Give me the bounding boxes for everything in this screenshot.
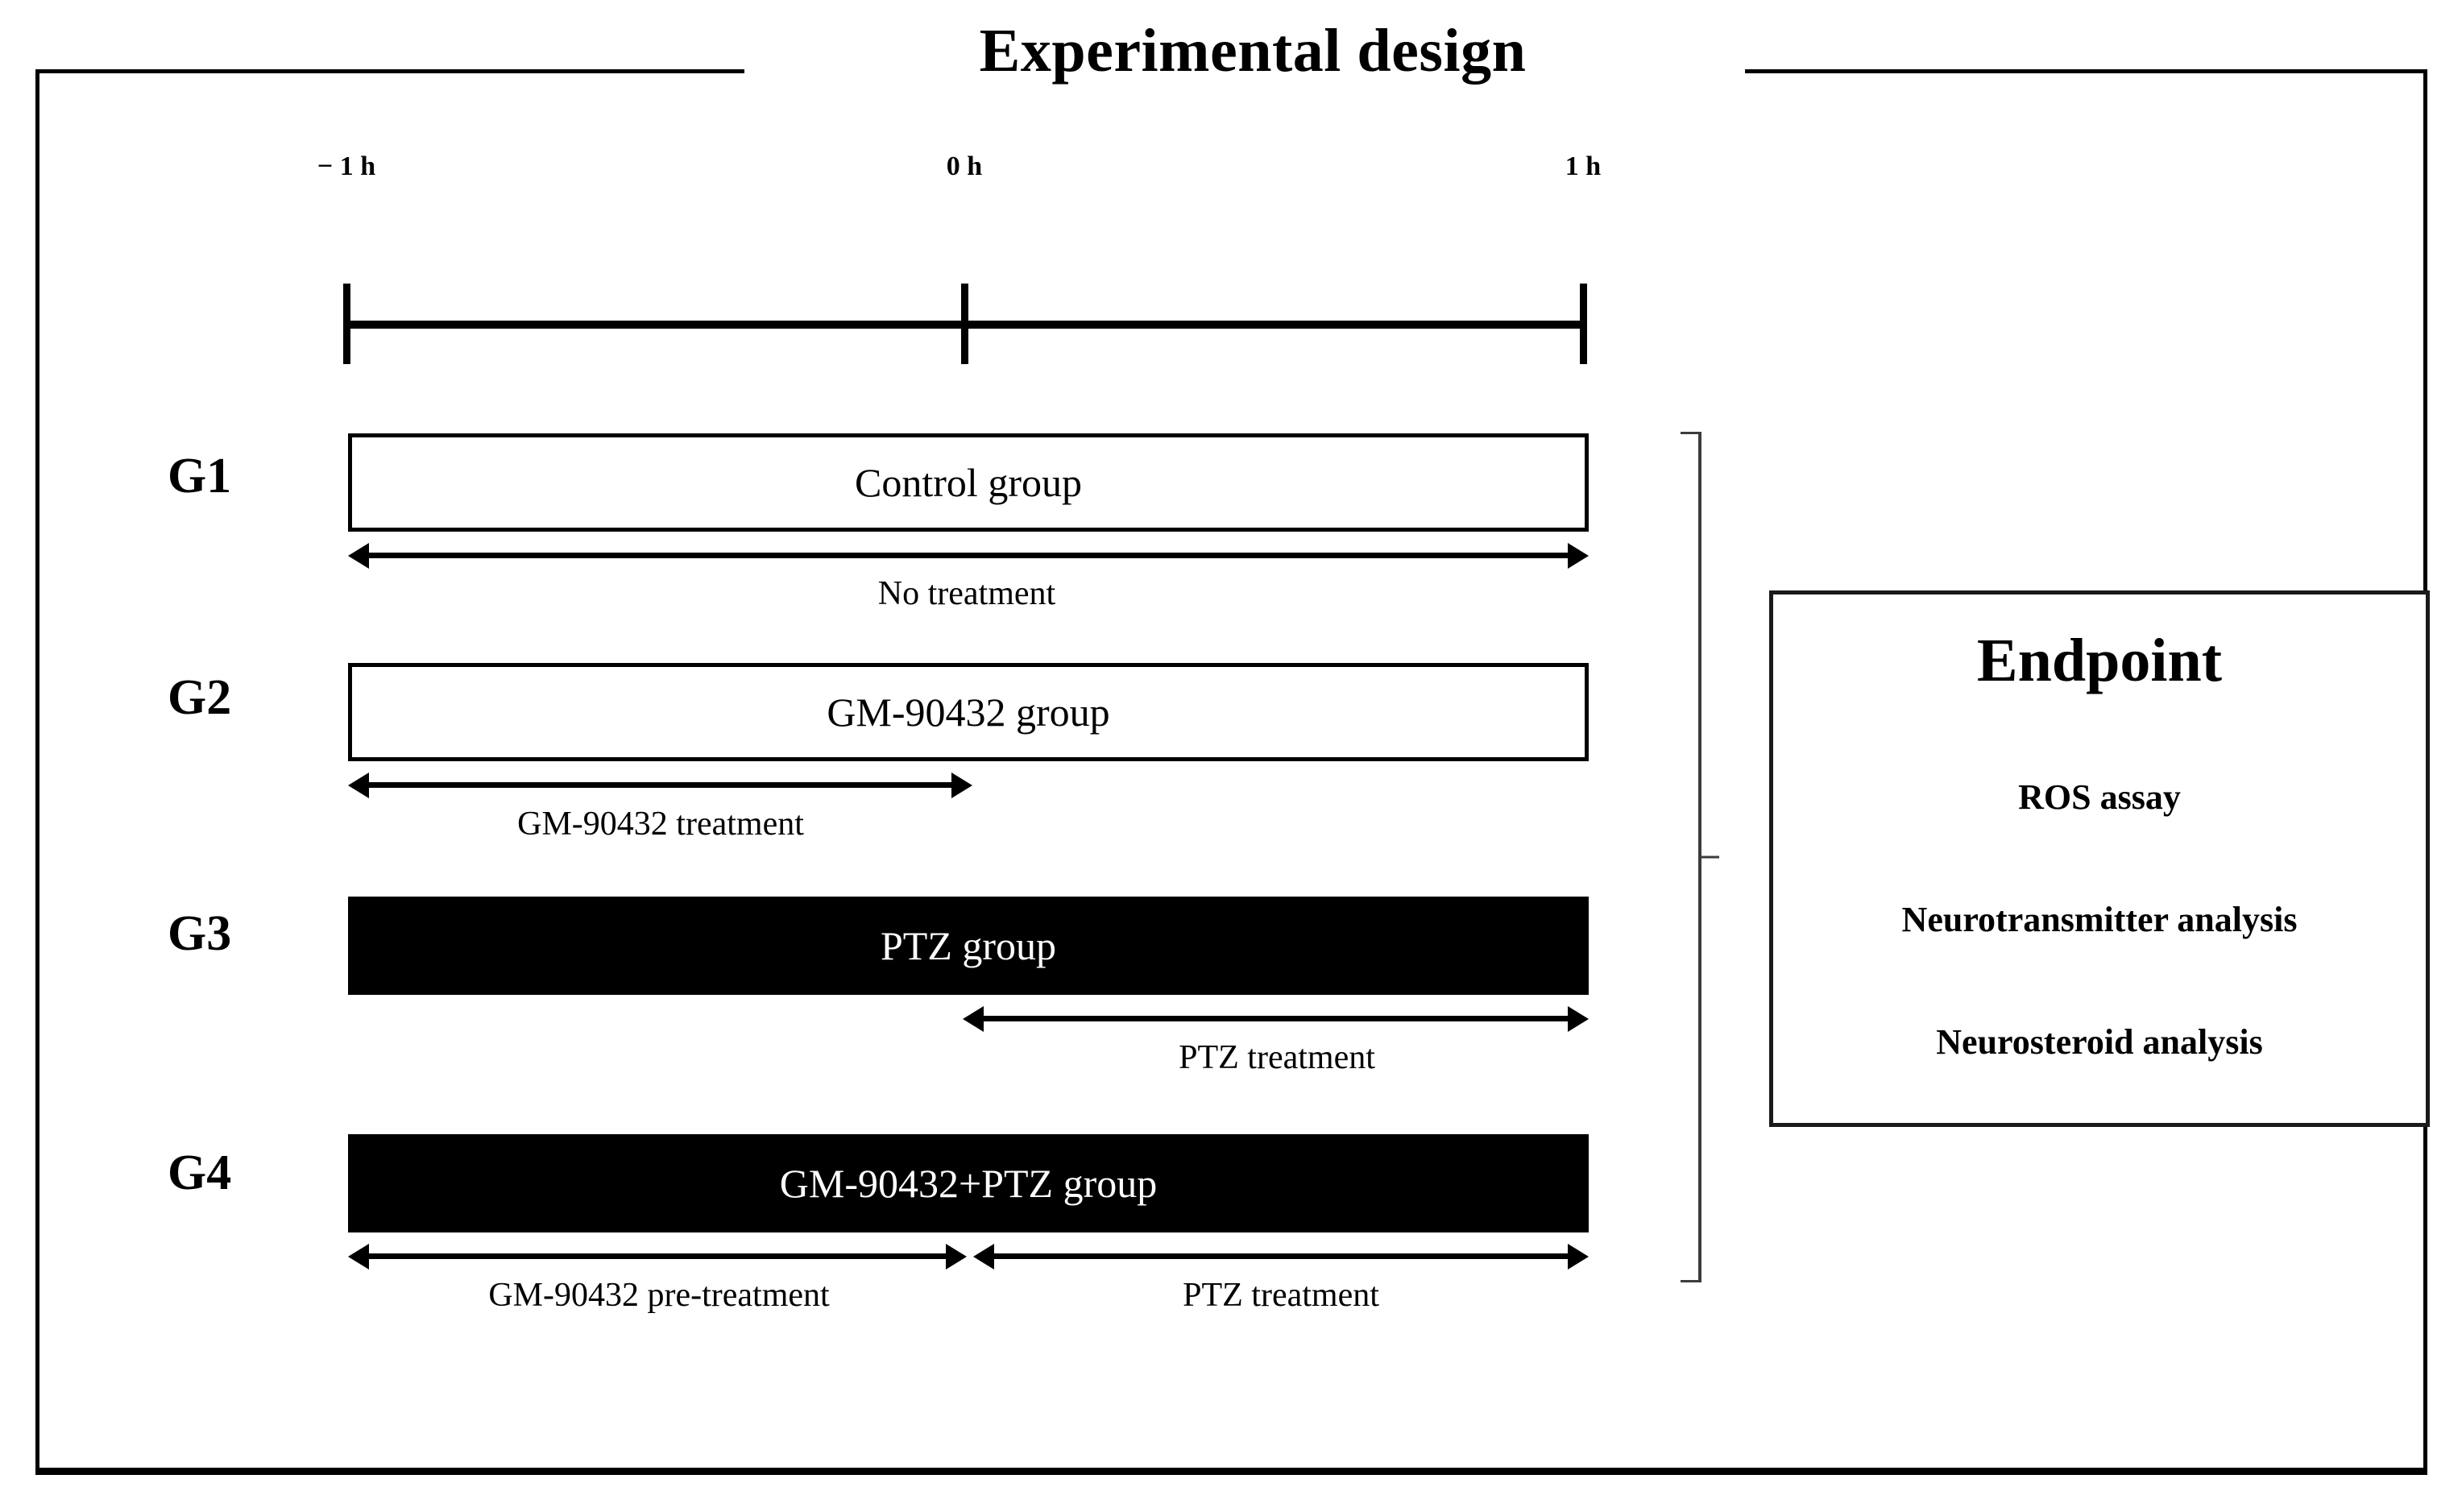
figure-title: Experimental design xyxy=(979,17,1527,85)
arrowhead-right-icon xyxy=(951,773,972,798)
arrow-shaft xyxy=(364,782,956,788)
arrow-g3-ptz-treatment xyxy=(963,996,1589,1042)
arrowhead-right-icon xyxy=(1568,1244,1589,1270)
group-box-text-g3: PTZ group xyxy=(880,923,1057,968)
group-box-text-g2: GM-90432 group xyxy=(827,690,1110,735)
endpoint-panel: Endpoint ROS assay Neurotransmitter anal… xyxy=(1769,590,2430,1127)
group-label-g1: G1 xyxy=(168,449,232,503)
endpoint-item-neurotransmitter-analysis: Neurotransmitter analysis xyxy=(1901,900,2298,939)
group-label-g3: G3 xyxy=(168,906,232,961)
arrowhead-right-icon xyxy=(946,1244,967,1270)
group-box-text-g4: GM-90432+PTZ group xyxy=(779,1161,1158,1206)
group-box-g1: Control group xyxy=(348,433,1589,532)
timeline-tick-0h xyxy=(961,284,968,364)
timeline-tick-1h xyxy=(1580,284,1587,364)
arrow-shaft xyxy=(979,1016,1573,1021)
arrow-caption-g3: PTZ treatment xyxy=(1179,1039,1375,1076)
endpoint-title: Endpoint xyxy=(1976,627,2223,694)
arrow-g1-no-treatment xyxy=(348,533,1589,578)
arrow-g4-gm90432-pretreatment xyxy=(348,1234,967,1279)
arrow-g4-ptz-treatment xyxy=(973,1234,1589,1279)
group-label-g4: G4 xyxy=(168,1145,232,1200)
frame-left-border xyxy=(35,69,39,1471)
frame-bottom-border xyxy=(35,1468,2427,1475)
timeline-tick-minus1h xyxy=(343,284,350,364)
bracket-top-cap xyxy=(1681,432,1701,434)
arrow-caption-g4-ptz: PTZ treatment xyxy=(1183,1277,1379,1314)
arrow-shaft xyxy=(364,1253,951,1259)
group-bracket xyxy=(1674,432,1719,1282)
group-box-text-g1: Control group xyxy=(855,460,1082,505)
endpoint-item-ros-assay: ROS assay xyxy=(2018,777,2181,817)
arrow-caption-g2: GM-90432 treatment xyxy=(517,806,804,843)
group-label-g2: G2 xyxy=(168,670,232,725)
timeline-label-minus1h: − 1 h xyxy=(317,151,376,181)
timeline-label-0h: 0 h xyxy=(946,151,983,181)
group-box-g2: GM-90432 group xyxy=(348,663,1589,761)
frame-top-right-segment xyxy=(1745,69,2427,73)
arrow-g2-gm90432-treatment xyxy=(348,763,972,808)
arrowhead-right-icon xyxy=(1568,543,1589,569)
group-box-g4: GM-90432+PTZ group xyxy=(348,1134,1589,1232)
bracket-middle-nub xyxy=(1698,855,1719,859)
endpoint-item-neurosteroid-analysis: Neurosteroid analysis xyxy=(1936,1022,2263,1062)
bracket-bottom-cap xyxy=(1681,1280,1701,1282)
frame-top-left-segment xyxy=(35,69,744,73)
arrow-shaft xyxy=(364,553,1573,558)
arrow-caption-g1: No treatment xyxy=(877,575,1056,612)
arrow-caption-g4-pretreatment: GM-90432 pre-treatment xyxy=(488,1277,830,1314)
timeline-label-1h: 1 h xyxy=(1565,151,1602,181)
arrow-shaft xyxy=(989,1253,1573,1259)
group-box-g3: PTZ group xyxy=(348,897,1589,995)
arrowhead-right-icon xyxy=(1568,1006,1589,1032)
